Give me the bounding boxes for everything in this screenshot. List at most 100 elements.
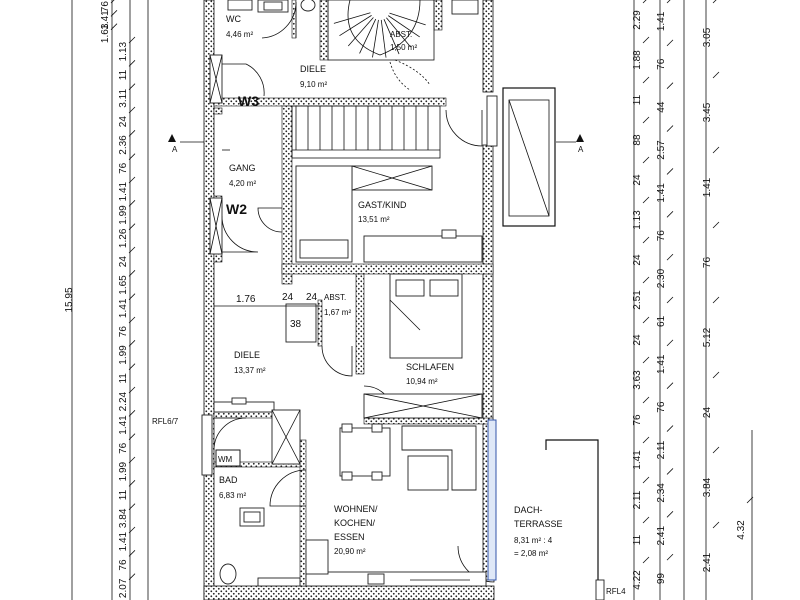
section-markers (168, 134, 584, 151)
left-dim-b-tick-16 (128, 410, 136, 417)
right-dim-c-tick-2 (712, 146, 720, 154)
right-dim-a-4: 24 (632, 174, 643, 186)
right-dim-b-tick-9 (666, 382, 674, 389)
left-dim-b-tick-10 (128, 270, 136, 277)
left-dim-b-9: 24 (118, 256, 129, 268)
washing-machine-label: WM (218, 455, 233, 464)
right-dim-c-tick-5 (712, 371, 720, 379)
dimension-texts: 15.95 761.411.63 1.13113.11242.36761.411… (64, 0, 754, 598)
right-dim-b-7: 61 (656, 315, 667, 327)
left-dim-chain-1: 761.411.63 (100, 0, 118, 43)
right-dim-a-tick-7 (642, 276, 650, 284)
right-dim-a-tick-12 (642, 476, 650, 484)
right-dim-b-8: 1.41 (656, 354, 667, 374)
left-dim-b-2: 3.11 (118, 89, 129, 108)
window-label-w3: W3 (238, 93, 259, 109)
left-dim-b-tick-23 (128, 573, 136, 580)
left-dim-a-tick-2 (110, 23, 118, 30)
room-name-diele-top: DIELE (300, 64, 326, 74)
right-dim-c-tick-0 (712, 0, 717, 4)
window-label-w2: W2 (226, 201, 247, 217)
left-dim-b-0: 1.13 (118, 41, 129, 61)
right-dim-c-5: 24 (702, 407, 713, 419)
section-label-left: A (172, 145, 178, 154)
room-name-wc: WC (226, 14, 241, 24)
left-dim-b-22: 76 (118, 559, 129, 571)
right-dim-b-tick-13 (666, 553, 674, 561)
room-name-bad: BAD (219, 475, 238, 485)
left-dim-b-tick-5 (128, 153, 136, 160)
left-dim-a-2: 1.63 (100, 23, 111, 43)
right-dim-b-2: 44 (656, 101, 667, 113)
right-dim-c-tick-6 (712, 446, 720, 454)
right-dim-a-5: 1.13 (632, 210, 643, 230)
left-dim-b-tick-8 (128, 223, 136, 230)
room-name-wohnen-1: WOHNEN/ (334, 504, 378, 514)
room-area-wc: 4,46 m² (226, 30, 253, 39)
terrace-name-2: TERRASSE (514, 519, 563, 529)
room-area-diele-top: 9,10 m² (300, 80, 327, 89)
left-dim-b-8: 1.26 (118, 228, 129, 248)
room-name-gang: GANG (229, 163, 256, 173)
right-dim-a-tick-1 (642, 36, 650, 44)
doors (213, 1, 495, 583)
left-dim-b-tick-7 (128, 200, 136, 207)
left-dim-b-3: 24 (118, 116, 129, 128)
room-area-wohnen: 20,90 m² (334, 547, 366, 556)
right-dim-d-tick-0 (746, 496, 754, 504)
left-dim-a-tick-1 (110, 10, 118, 17)
right-dim-a-6: 24 (632, 254, 643, 266)
right-dim-c-2: 1.41 (702, 177, 713, 197)
right-dim-b-3: 2.57 (656, 140, 667, 160)
furniture (213, 0, 605, 600)
terrace-name-1: DACH- (514, 505, 543, 515)
staircase-lower (291, 105, 441, 159)
right-dim-b-tick-11 (666, 468, 674, 475)
terrace-area-2: = 2,08 m² (514, 549, 548, 558)
right-dim-a-tick-5 (642, 196, 650, 204)
dim-1-76: 1.76 (236, 294, 256, 305)
left-dim-b-tick-20 (128, 503, 136, 510)
left-dim-b-tick-15 (128, 386, 136, 394)
right-dim-b-tick-3 (666, 125, 674, 132)
right-dim-a-13: 11 (632, 534, 643, 545)
section-label-right: A (578, 145, 584, 154)
right-dim-b-tick-1 (666, 39, 674, 47)
right-dim-a-tick-13 (642, 516, 650, 524)
right-dim-c-tick-7 (712, 521, 720, 529)
right-dim-a-0: 2.29 (632, 10, 643, 30)
left-dim-b-17: 76 (118, 442, 129, 454)
left-dim-b-tick-18 (128, 456, 136, 464)
left-dim-b-14: 11 (118, 373, 129, 384)
left-dim-b-tick-6 (128, 176, 136, 184)
rfl-label-left: RFL6/7 (152, 417, 179, 426)
room-area-gang: 4,20 m² (229, 179, 256, 188)
left-dim-b-7: 1.99 (118, 205, 129, 225)
left-dim-b-tick-9 (128, 246, 136, 254)
right-dim-a-1: 1.88 (632, 50, 643, 70)
right-dim-c-tick-1 (712, 71, 720, 79)
room-area-schlafen: 10,94 m² (406, 377, 438, 386)
right-dim-chain-b: 1.4176442.571.41762.30611.41762.112.342.… (656, 0, 674, 584)
right-dim-c-6: 3.84 (702, 477, 713, 497)
right-dim-a-3: 88 (632, 134, 643, 146)
right-dim-a-9: 3.63 (632, 370, 643, 390)
room-name-gast-kind: GAST/KIND (358, 200, 407, 210)
right-dim-c-7: 2.41 (702, 552, 713, 572)
right-dim-b-6: 2.30 (656, 268, 667, 288)
left-dim-b-19: 11 (118, 489, 129, 500)
room-name-schlafen: SCHLAFEN (406, 362, 454, 372)
left-dim-b-1: 11 (118, 69, 129, 80)
dim-24-b: 24 (306, 292, 318, 303)
right-dim-a-tick-9 (642, 356, 650, 364)
room-labels: WC 4,46 m² ABST. 1,50 m² DIELE 9,10 m² G… (152, 14, 626, 596)
right-dim-a-11: 1.41 (632, 450, 643, 470)
right-dim-a-tick-11 (642, 436, 650, 444)
right-dim-c-3: 76 (702, 257, 713, 269)
dimension-lines (71, 0, 753, 600)
outer-walls (203, 0, 495, 600)
dim-total: 15.95 (64, 287, 75, 312)
right-dim-b-1: 76 (656, 58, 667, 70)
